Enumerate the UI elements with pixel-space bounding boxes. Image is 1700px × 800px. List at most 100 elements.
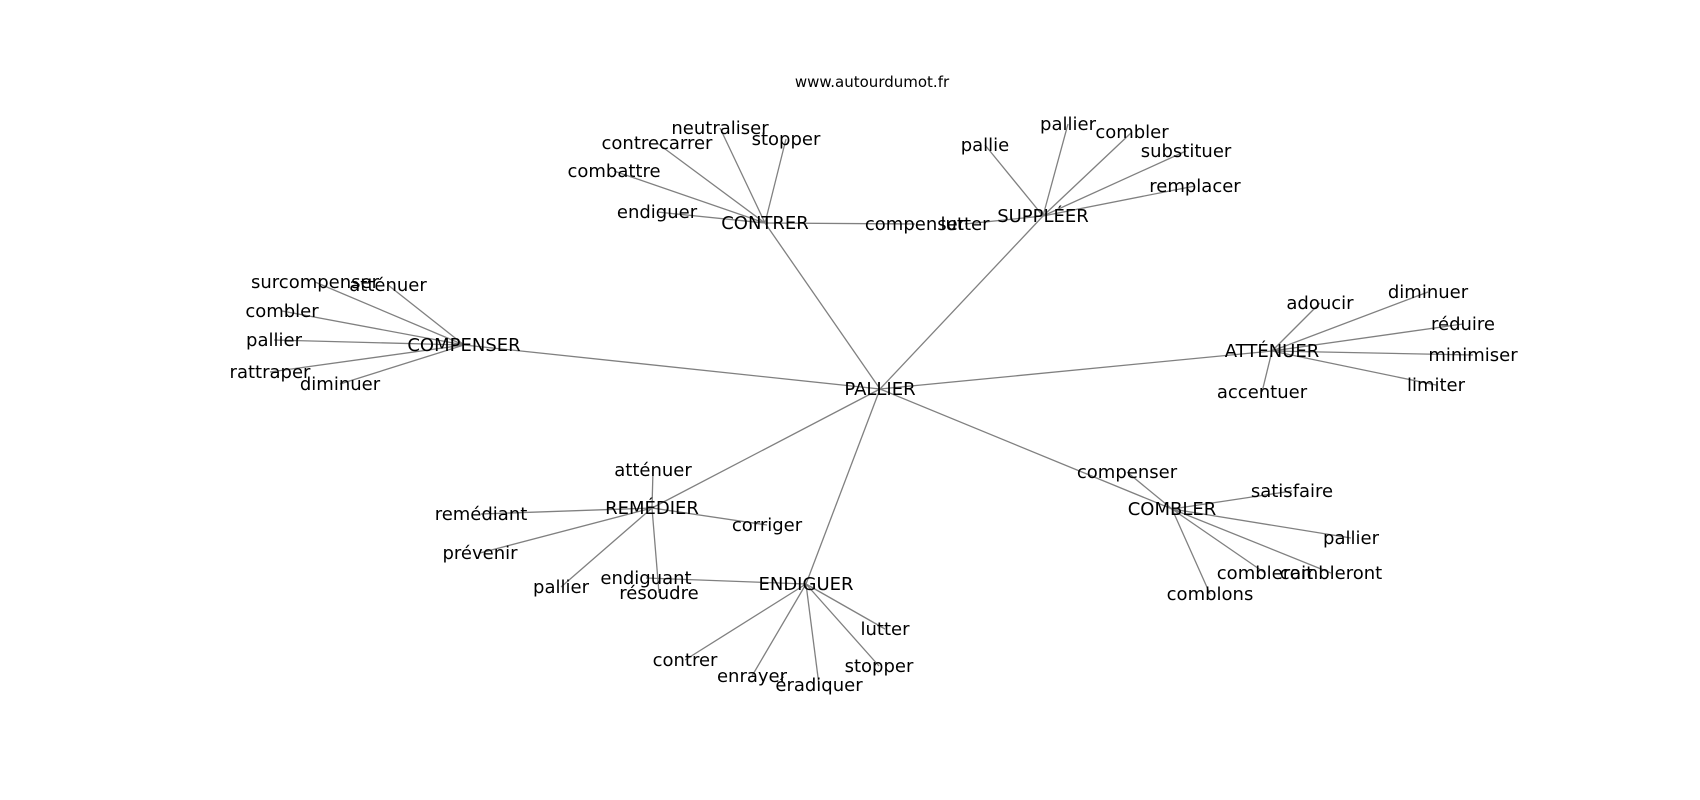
edge-compenser-leaf bbox=[387, 284, 465, 346]
hub-word-attenuer[interactable]: ATTÉNUER bbox=[1225, 340, 1319, 362]
leaf-word[interactable]: diminuer bbox=[1388, 282, 1469, 303]
leaf-word[interactable]: combler bbox=[1095, 122, 1169, 143]
graph-edges bbox=[269, 123, 1474, 686]
leaf-word[interactable]: pallie bbox=[961, 135, 1010, 156]
edge-compenser-leaf bbox=[281, 310, 465, 346]
leaf-word[interactable]: diminuer bbox=[300, 374, 381, 395]
edge-endiguer-leaf bbox=[805, 583, 880, 667]
leaf-word[interactable]: stopper bbox=[752, 129, 821, 150]
edge-center-compenser bbox=[463, 344, 881, 390]
leaf-word[interactable]: contrer bbox=[653, 650, 718, 671]
leaf-word[interactable]: résoudre bbox=[619, 583, 698, 604]
edge-remedier-leaf bbox=[651, 507, 768, 526]
leaf-word[interactable]: endiguer bbox=[617, 202, 698, 223]
leaf-word[interactable]: combler bbox=[245, 301, 319, 322]
edge-contrer-leaf bbox=[764, 138, 787, 224]
leaf-word[interactable]: compenser bbox=[1077, 462, 1178, 483]
edge-center-remedier bbox=[651, 388, 881, 509]
leaf-word[interactable]: pallier bbox=[1040, 114, 1097, 135]
edge-contrer-leaf bbox=[764, 222, 916, 225]
edge-contrer-leaf bbox=[656, 142, 766, 224]
edge-contrer-leaf bbox=[719, 127, 766, 224]
leaf-word[interactable]: enrayer bbox=[717, 666, 788, 687]
edge-remedier-leaf bbox=[480, 507, 653, 515]
edge-suppleer-leaf bbox=[1042, 131, 1133, 217]
leaf-word[interactable]: stopper bbox=[845, 656, 914, 677]
edge-center-attenuer bbox=[879, 350, 1273, 390]
leaf-word[interactable]: substituer bbox=[1141, 141, 1232, 162]
leaf-word[interactable]: rattraper bbox=[230, 362, 311, 383]
leaf-word[interactable]: limiter bbox=[1407, 375, 1466, 396]
leaf-word[interactable]: pallier bbox=[1323, 528, 1380, 549]
edge-contrer-leaf bbox=[656, 211, 766, 224]
edge-endiguer-leaf bbox=[805, 583, 886, 630]
hub-word-compenser[interactable]: COMPENSER bbox=[407, 335, 520, 356]
edge-suppleer-leaf bbox=[1042, 123, 1069, 217]
graph-labels: www.autourdumot.fr PALLIER neutraliserco… bbox=[230, 73, 1519, 696]
edge-endiguer-leaf bbox=[805, 583, 820, 686]
edge-compenser-leaf bbox=[273, 339, 465, 346]
edge-endiguer-leaf bbox=[751, 583, 807, 677]
edge-combler-leaf bbox=[1126, 471, 1173, 510]
leaf-word[interactable]: remplacer bbox=[1149, 176, 1241, 197]
hub-word-remedier[interactable]: REMÉDIER bbox=[605, 497, 699, 519]
edge-attenuer-leaf bbox=[1271, 302, 1321, 352]
edge-combler-leaf bbox=[1171, 490, 1293, 510]
leaf-word[interactable]: comblons bbox=[1167, 584, 1254, 605]
leaf-word[interactable]: minimiser bbox=[1428, 345, 1518, 366]
leaf-word[interactable]: combattre bbox=[567, 161, 660, 182]
edge-contrer-leaf bbox=[613, 170, 766, 224]
leaf-word[interactable]: neutraliser bbox=[671, 118, 769, 139]
edge-remedier-leaf bbox=[479, 507, 653, 554]
edge-suppleer-leaf bbox=[964, 215, 1044, 225]
leaf-word[interactable]: accentuer bbox=[1217, 382, 1308, 403]
leaf-word[interactable]: surcompenser bbox=[251, 272, 380, 293]
leaf-word[interactable]: combleront bbox=[1280, 563, 1382, 584]
hub-word-suppleer[interactable]: SUPPLÉER bbox=[997, 205, 1089, 227]
edge-attenuer-leaf bbox=[1271, 291, 1429, 352]
edge-suppleer-leaf bbox=[1042, 185, 1196, 217]
edge-center-combler bbox=[879, 388, 1173, 510]
edge-endiguer-leaf bbox=[684, 583, 807, 661]
edge-combler-leaf bbox=[1171, 508, 1266, 574]
leaf-word[interactable]: pallier bbox=[246, 330, 303, 351]
leaf-word[interactable]: adoucir bbox=[1286, 293, 1354, 314]
edge-compenser-leaf bbox=[314, 281, 465, 346]
edge-attenuer-leaf bbox=[1271, 350, 1474, 356]
edge-attenuer-leaf bbox=[1271, 323, 1464, 352]
edge-center-contrer bbox=[764, 222, 881, 390]
leaf-word[interactable]: endiguant bbox=[600, 568, 691, 589]
leaf-word[interactable]: atténuer bbox=[614, 460, 692, 481]
edge-remedier-leaf bbox=[560, 507, 653, 588]
hub-word-combler[interactable]: COMBLER bbox=[1128, 499, 1217, 520]
leaf-word[interactable]: lutter bbox=[941, 214, 991, 235]
edge-combler-leaf bbox=[1171, 508, 1211, 595]
hub-word-contrer[interactable]: CONTRER bbox=[721, 213, 809, 234]
leaf-word[interactable]: satisfaire bbox=[1251, 481, 1333, 502]
leaf-word[interactable]: prévenir bbox=[442, 543, 518, 564]
leaf-word[interactable]: réduire bbox=[1431, 314, 1495, 335]
leaf-word[interactable]: éradiquer bbox=[775, 675, 863, 696]
edge-combler-leaf bbox=[1171, 508, 1332, 574]
edge-combler-leaf bbox=[1171, 508, 1352, 539]
edge-attenuer-leaf bbox=[1261, 350, 1273, 393]
hub-word-endiguer[interactable]: ENDIGUER bbox=[758, 574, 853, 595]
edge-suppleer-leaf bbox=[984, 144, 1044, 217]
leaf-word[interactable]: corriger bbox=[732, 515, 803, 536]
edge-suppleer-leaf bbox=[1042, 150, 1187, 217]
leaf-word[interactable]: contrecarrer bbox=[602, 133, 714, 154]
edge-center-suppleer bbox=[879, 215, 1044, 390]
edge-compenser-leaf bbox=[339, 344, 465, 385]
leaf-word[interactable]: atténuer bbox=[349, 275, 427, 296]
leaf-word[interactable]: compenser bbox=[865, 214, 966, 235]
leaf-word[interactable]: pallier bbox=[533, 577, 590, 598]
center-word[interactable]: PALLIER bbox=[844, 379, 915, 400]
site-url[interactable]: www.autourdumot.fr bbox=[795, 73, 950, 91]
edge-compenser-leaf bbox=[269, 344, 465, 373]
edge-center-endiguer bbox=[805, 388, 881, 585]
leaf-word[interactable]: lutter bbox=[861, 619, 911, 640]
leaf-word[interactable]: remédiant bbox=[435, 504, 528, 525]
leaf-word[interactable]: comblerait bbox=[1217, 563, 1313, 584]
edge-endiguer-leaf bbox=[645, 577, 807, 585]
